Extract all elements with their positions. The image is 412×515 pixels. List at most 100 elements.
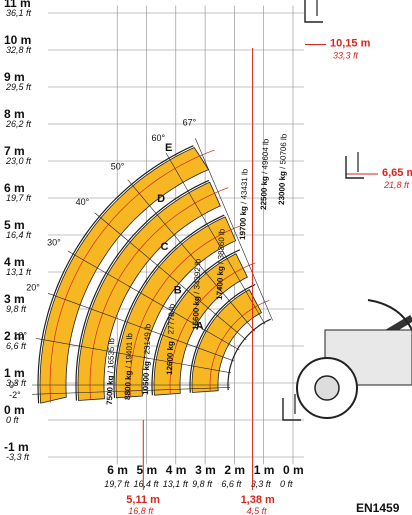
load-kg: 8800 kg bbox=[123, 370, 133, 400]
angle-label: 0° bbox=[9, 380, 18, 390]
y-tick-ft-label: 32,8 ft bbox=[6, 45, 32, 55]
load-capacity-label: 22500 kg / 49604 lb bbox=[259, 138, 270, 210]
reach-at-max-height-label: 1,38 m bbox=[241, 494, 275, 506]
max-reach-ft: 16,8 ft bbox=[128, 506, 154, 515]
load-capacity-label: 7500 kg / 16535 lb bbox=[105, 338, 116, 406]
load-capacity-label: 10500 kg / 23149 lb bbox=[141, 323, 152, 395]
x-tick-ft-label: 13,1 ft bbox=[163, 479, 189, 489]
x-tick-ft-label: 9,8 ft bbox=[192, 479, 213, 489]
x-tick-label: 4 m bbox=[166, 463, 187, 477]
load-lb: / 27778 lb bbox=[166, 303, 176, 341]
y-tick-label: 3 m bbox=[4, 292, 25, 306]
reference-arc bbox=[169, 262, 256, 395]
x-tick-label: 0 m bbox=[283, 463, 304, 477]
reach-at-max-height-ft: 4,5 ft bbox=[247, 506, 268, 515]
y-tick-label: 0 m bbox=[4, 403, 25, 417]
x-tick-label: 1 m bbox=[254, 463, 275, 477]
angle-line bbox=[67, 250, 240, 351]
y-tick-label: 2 m bbox=[4, 329, 25, 343]
y-tick-ft-label: 0 ft bbox=[6, 415, 19, 425]
angle-label: 67° bbox=[183, 118, 197, 128]
y-tick-label: 7 m bbox=[4, 144, 25, 158]
y-tick-label: 4 m bbox=[4, 255, 25, 269]
y-tick-ft-label: 29,5 ft bbox=[5, 82, 32, 92]
y-tick-label: 11 m bbox=[4, 0, 31, 10]
load-zone-band bbox=[191, 289, 263, 393]
load-lb: / 43431 lb bbox=[239, 168, 249, 206]
telehandler-machine bbox=[296, 299, 412, 419]
x-tick-ft-label: 3,3 ft bbox=[251, 479, 272, 489]
y-tick-ft-label: 13,1 ft bbox=[6, 267, 32, 277]
load-lb: / 49604 lb bbox=[260, 138, 270, 176]
reference-arc bbox=[89, 187, 229, 400]
envelope-curve bbox=[151, 249, 241, 396]
angle-line bbox=[48, 293, 235, 362]
fork-icon bbox=[282, 398, 301, 421]
max-height-retracted-ft: 21,8 ft bbox=[383, 180, 410, 190]
extension-zone-label: D bbox=[157, 193, 165, 205]
load-capacity-label: 19700 kg / 43431 lb bbox=[238, 168, 249, 240]
extension-zone-label: C bbox=[160, 241, 168, 253]
standard-label: EN1459 bbox=[356, 501, 400, 515]
load-capacity-label: 8800 kg / 19401 lb bbox=[123, 333, 134, 401]
load-lb: / 34392 lb bbox=[192, 258, 202, 296]
load-zone-band bbox=[153, 253, 248, 396]
y-tick-ft-label: 23,0 ft bbox=[5, 156, 32, 166]
angle-label: 20° bbox=[26, 283, 40, 293]
y-tick-label: 1 m bbox=[4, 366, 25, 380]
load-lb: / 23149 lb bbox=[142, 323, 152, 361]
envelope-curve bbox=[113, 214, 225, 399]
envelope-curve bbox=[37, 145, 194, 404]
load-kg: 17400 kg bbox=[215, 266, 225, 300]
load-kg: 22500 kg bbox=[259, 176, 269, 210]
angle-line bbox=[165, 152, 266, 325]
max-reach-label: 5,11 m bbox=[126, 494, 160, 506]
x-tick-label: 2 m bbox=[224, 463, 245, 477]
angle-line bbox=[195, 138, 273, 321]
y-tick-label: 6 m bbox=[4, 181, 25, 195]
envelope-curve bbox=[75, 179, 210, 401]
wheel-hub bbox=[314, 375, 340, 401]
load-capacity-label: 15600 kg / 34392 lb bbox=[191, 258, 202, 330]
angle-line bbox=[36, 338, 232, 374]
y-tick-label: -1 m bbox=[4, 440, 29, 454]
extension-zone-label: A bbox=[196, 321, 204, 333]
x-tick-ft-label: 0 ft bbox=[280, 479, 293, 489]
load-kg: 15600 kg bbox=[191, 296, 201, 330]
load-capacity-label: 23000 kg / 50706 lb bbox=[277, 133, 288, 205]
load-lb: / 38360 lb bbox=[216, 228, 226, 266]
y-tick-ft-label: 3,3 ft bbox=[6, 378, 27, 388]
max-height-extended-ft: 33,3 ft bbox=[333, 50, 359, 60]
load-capacity-label: 17400 kg / 38360 lb bbox=[215, 228, 226, 300]
load-kg: 23000 kg bbox=[277, 171, 287, 205]
x-tick-ft-label: 6,6 ft bbox=[221, 479, 242, 489]
angle-label: 40° bbox=[76, 197, 90, 207]
angle-label: 10° bbox=[13, 331, 27, 341]
x-tick-label: 6 m bbox=[107, 463, 128, 477]
angle-label: -2° bbox=[9, 390, 21, 400]
load-kg: 19700 kg bbox=[238, 206, 248, 240]
angle-line bbox=[127, 179, 256, 332]
max-height-extended-label: 10,15 m bbox=[330, 37, 371, 49]
x-tick-label: 3 m bbox=[195, 463, 216, 477]
x-tick-label: 5 m bbox=[137, 463, 158, 477]
load-kg: 7500 kg bbox=[105, 375, 115, 405]
envelope-curve bbox=[227, 318, 271, 391]
max-height-retracted-label: 6,65 m bbox=[382, 167, 412, 179]
y-tick-ft-label: 9,8 ft bbox=[6, 304, 27, 314]
reference-arc bbox=[49, 149, 215, 403]
load-lb: / 16535 lb bbox=[106, 338, 116, 376]
angle-label: 60° bbox=[152, 133, 166, 143]
angle-lines: 67°60°50°40°30°20°10°0°-2° bbox=[9, 118, 273, 400]
y-tick-ft-label: -3,3 ft bbox=[6, 452, 30, 462]
load-lb: / 19401 lb bbox=[124, 333, 134, 371]
y-tick-ft-label: 26,2 ft bbox=[5, 119, 32, 129]
y-tick-label: 10 m bbox=[4, 33, 31, 47]
load-zones bbox=[37, 145, 271, 404]
x-tick-ft-label: 19,7 ft bbox=[104, 479, 130, 489]
y-tick-label: 9 m bbox=[4, 70, 25, 84]
extension-zone-label: E bbox=[165, 142, 172, 154]
load-capacity-label: 12600 kg / 27778 lb bbox=[165, 303, 176, 375]
